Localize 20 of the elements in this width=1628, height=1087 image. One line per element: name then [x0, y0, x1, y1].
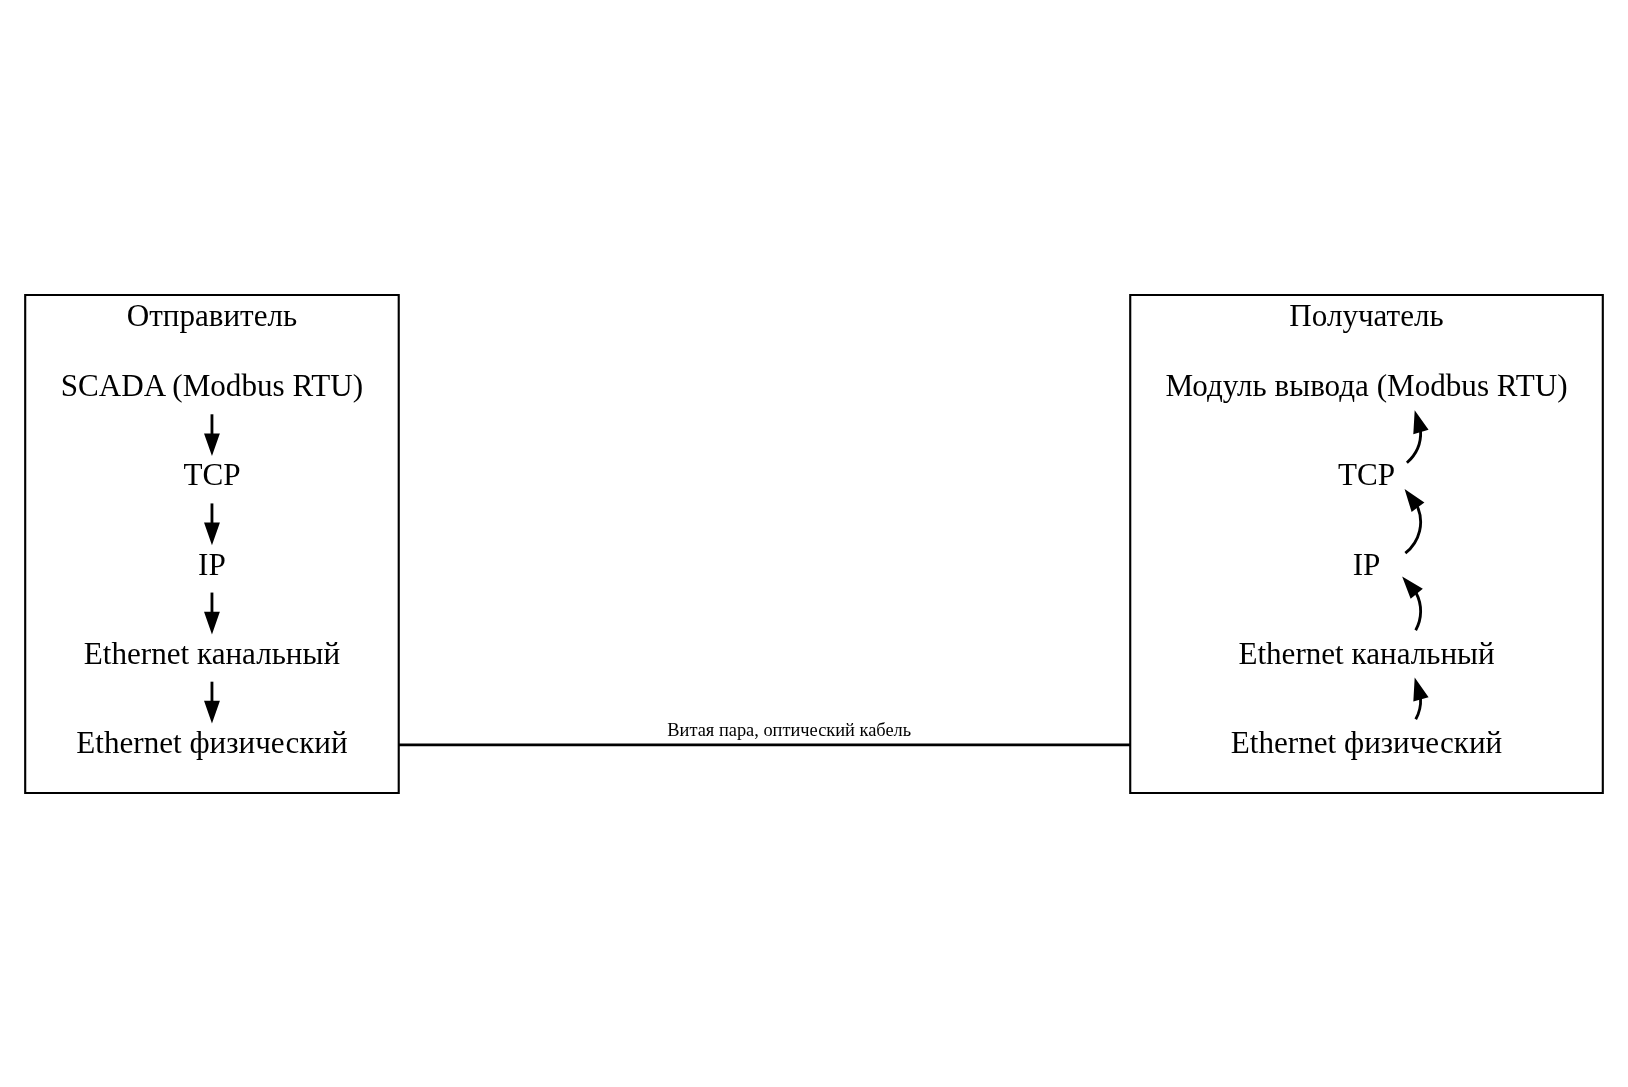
- arrow: [1413, 677, 1429, 720]
- connector: [398, 743, 1131, 746]
- arrow: [1404, 488, 1425, 554]
- node-text: Ethernet канальный: [83, 635, 341, 671]
- arrow: [1402, 575, 1423, 631]
- node-text: SCADA (Modbus RTU): [60, 367, 364, 403]
- node-text: IP: [1352, 546, 1381, 582]
- arrow: [204, 413, 220, 456]
- node-text: Ethernet физический: [76, 724, 348, 760]
- node-text: Ethernet канальный: [1238, 635, 1495, 671]
- edge-label: Витая пара, оптический кабель: [667, 719, 912, 740]
- arrow: [204, 502, 220, 545]
- arrow: [204, 592, 220, 634]
- arrow: [1405, 409, 1429, 464]
- node-text: IP: [198, 546, 226, 582]
- arrow: [204, 681, 220, 723]
- node-text: TCP: [1337, 456, 1396, 492]
- node-text: TCP: [183, 456, 241, 492]
- node-text: Модуль вывода (Modbus RTU): [1165, 367, 1568, 403]
- node-text: Ethernet физический: [1230, 724, 1503, 760]
